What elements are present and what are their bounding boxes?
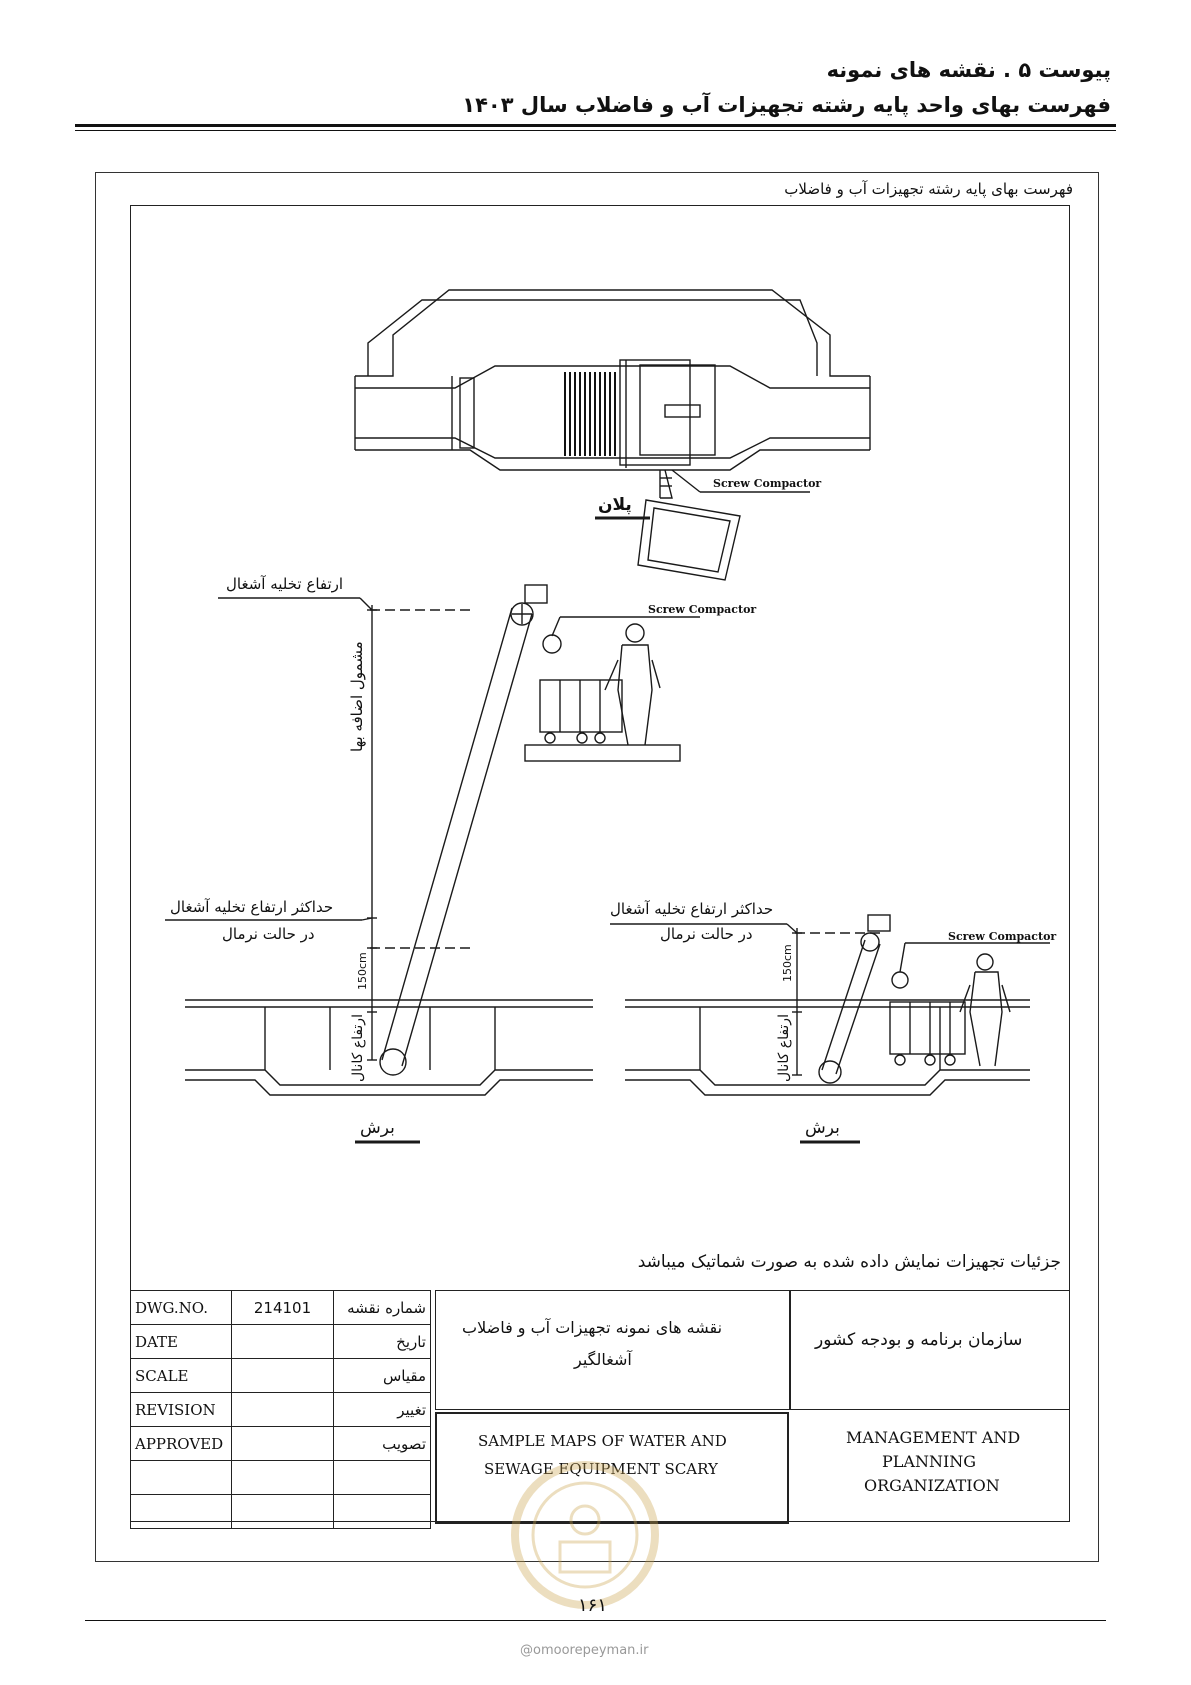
date-label: DATE [130, 1324, 232, 1359]
right-compactor-callout: Screw Compactor [948, 930, 1057, 943]
empty-cell [333, 1494, 431, 1529]
frame-title: فهرست بهای پایه رشته تجهیزات آب و فاضلاب [784, 180, 1073, 198]
right-normal-label: در حالت نرمال [660, 925, 753, 943]
right-channel-height: ارتفاع کانال [776, 1014, 792, 1082]
right-section-label: برش [805, 1118, 840, 1138]
title-block-table: DWG.NO. 214101 شماره نقشه DATE تاریخ SCA… [130, 1290, 431, 1529]
project-title-en-box [435, 1412, 789, 1524]
scale-label-fa: مقیاس [333, 1358, 431, 1393]
revision-label-fa: تغییر [333, 1392, 431, 1427]
org-title-en-1: MANAGEMENT AND [846, 1428, 1021, 1447]
left-max-height-label: حداکثر ارتفاع تخلیه آشغال [170, 898, 334, 916]
drawing-inner-frame [130, 205, 1070, 1522]
approved-value [231, 1426, 334, 1461]
right-max-height-label: حداکثر ارتفاع تخلیه آشغال [610, 900, 774, 918]
plan-view [354, 289, 871, 581]
date-label-fa: تاریخ [333, 1324, 431, 1359]
right-dim-150: 150cm [781, 944, 794, 982]
table-row: DATE تاریخ [130, 1324, 431, 1359]
left-section-view [165, 584, 700, 1144]
empty-cell [333, 1460, 431, 1495]
project-title-fa-2: آشغالگیر [574, 1350, 632, 1369]
plan-label: پلان [598, 495, 632, 515]
footer-rule [85, 1620, 1106, 1621]
table-row: REVISION تغییر [130, 1392, 431, 1427]
date-value [231, 1324, 334, 1359]
header-rule-bottom [75, 130, 1116, 131]
project-title-fa-box [435, 1290, 790, 1410]
left-normal-label: در حالت نرمال [222, 925, 315, 943]
extra-cost-label: مشمول اضافه بها [348, 641, 366, 752]
left-channel-height: ارتفاع کانال [350, 1014, 366, 1082]
empty-cell [231, 1460, 334, 1495]
appendix-title: پیوست ۵ . نقشه های نمونه [826, 58, 1111, 82]
project-title-en-2: SEWAGE EQUIPMENT SCARY [484, 1460, 718, 1478]
revision-value [231, 1392, 334, 1427]
table-row: APPROVED تصویب [130, 1426, 431, 1461]
schematic-note: جزئیات تجهیزات نمایش داده شده به صورت شم… [637, 1252, 1061, 1272]
right-section-view [610, 914, 1050, 1144]
dwg-no-label-fa: شماره نقشه [333, 1290, 431, 1325]
scale-label: SCALE [130, 1358, 232, 1393]
table-row [130, 1460, 431, 1495]
table-row: SCALE مقیاس [130, 1358, 431, 1393]
approved-label: APPROVED [130, 1426, 232, 1461]
dwg-no-value: 214101 [231, 1290, 334, 1325]
revision-label: REVISION [130, 1392, 232, 1427]
price-list-title: فهرست بهای واحد پایه رشته تجهیزات آب و ف… [462, 93, 1111, 117]
org-title-fa: سازمان برنامه و بودجه کشور [815, 1330, 1023, 1350]
discharge-height-label: ارتفاع تخلیه آشغال [226, 575, 344, 593]
empty-cell [231, 1494, 334, 1529]
scale-value [231, 1358, 334, 1393]
watermark-url: @omoorepeyman.ir [520, 1643, 649, 1658]
dwg-no-label: DWG.NO. [130, 1290, 232, 1325]
plan-compactor-callout: Screw Compactor [713, 477, 822, 490]
org-title-fa-box [790, 1290, 1070, 1410]
project-title-en-1: SAMPLE MAPS OF WATER AND [478, 1432, 727, 1450]
table-row: DWG.NO. 214101 شماره نقشه [130, 1290, 431, 1325]
empty-cell [130, 1460, 232, 1495]
left-compactor-callout: Screw Compactor [648, 603, 757, 616]
table-row [130, 1494, 431, 1529]
left-section-label: برش [360, 1118, 395, 1138]
project-title-fa-1: نقشه های نمونه تجهیزات آب و فاضلاب [462, 1318, 723, 1337]
header-rule-top [75, 124, 1116, 127]
approved-label-fa: تصویب [333, 1426, 431, 1461]
watermark-seal-icon [511, 1461, 659, 1609]
empty-cell [130, 1494, 232, 1529]
page-number: ۱۶۱ [578, 1595, 608, 1616]
drawing-outer-frame [95, 172, 1099, 1562]
left-dim-150: 150cm [356, 952, 369, 990]
org-title-en-2: PLANNING [882, 1452, 977, 1471]
org-title-en-3: ORGANIZATION [864, 1476, 1000, 1495]
